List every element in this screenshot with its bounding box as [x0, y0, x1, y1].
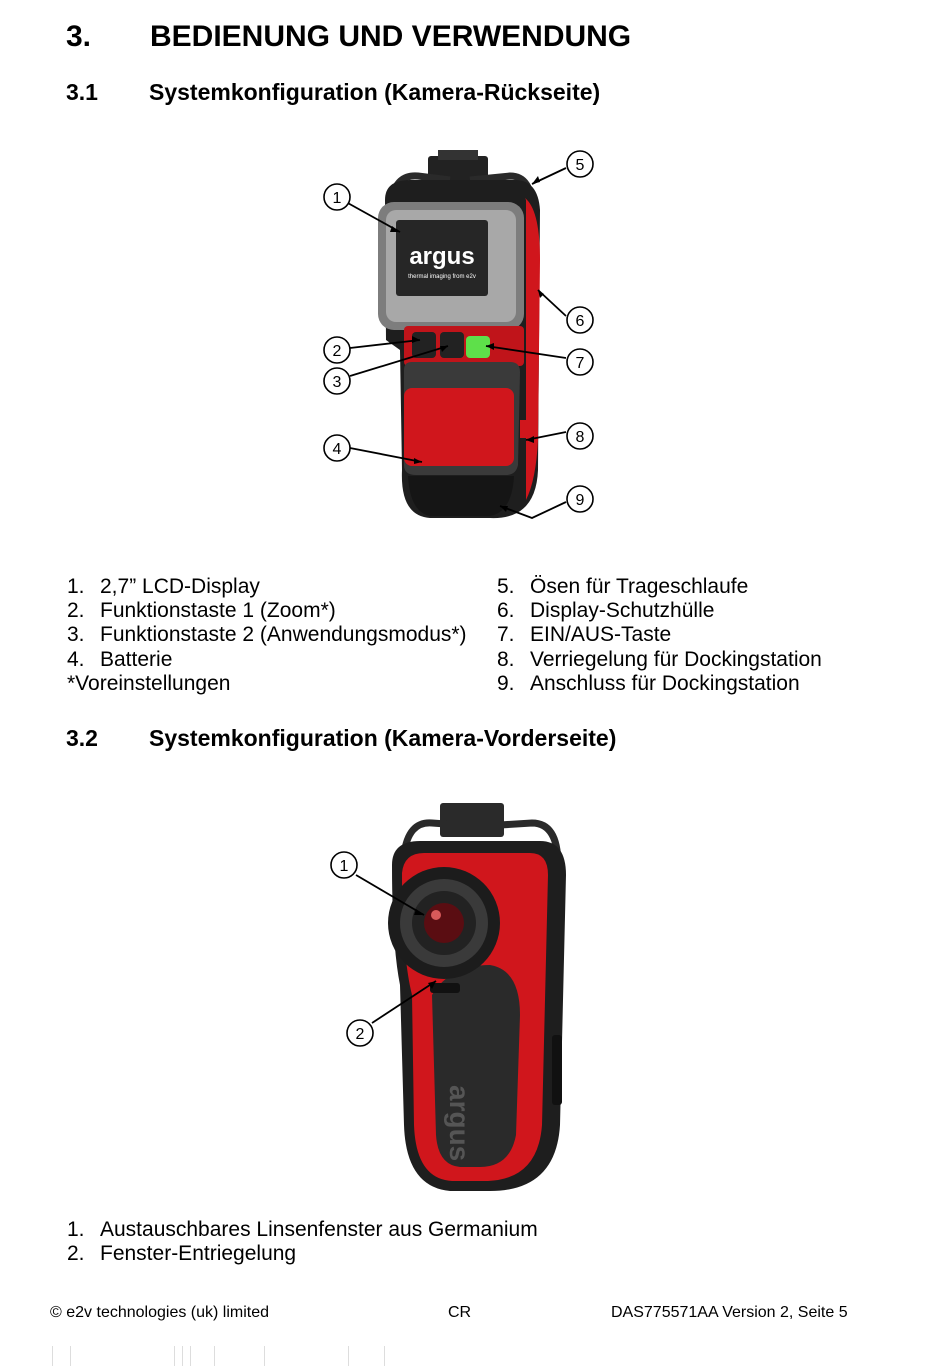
docking-lock: [520, 420, 526, 438]
callout-2-label: 2: [356, 1026, 365, 1043]
list-item: 3.Funktionstaste 2 (Anwendungsmodus*): [67, 623, 467, 647]
footer-copyright: © e2v technologies (uk) limited: [50, 1304, 269, 1322]
screen-brand: argus: [409, 243, 474, 270]
footer-company: e2v technologies (uk) limited: [66, 1304, 270, 1321]
list-item: 9.Anschluss für Dockingstation: [497, 671, 800, 695]
callout-7-label: 7: [576, 355, 585, 372]
top-mount: [440, 803, 504, 837]
section-heading-back: 3.1 Systemkonfiguration (Kamera-Rückseit…: [66, 79, 866, 109]
lcd-display: [396, 220, 488, 296]
callout-1: [323, 183, 351, 211]
top-mount: [428, 156, 488, 180]
callout-1: [330, 851, 358, 879]
footnote-defaults: *Voreinstellungen: [67, 671, 231, 695]
section-back-number: 3.1: [66, 79, 98, 105]
callout-2: [346, 1019, 374, 1047]
callout-8-label: 8: [576, 429, 585, 446]
copyright-icon: ©: [50, 1304, 62, 1321]
section-front-number: 3.2: [66, 725, 98, 751]
list-item: 2.Funktionstaste 1 (Zoom*): [67, 599, 336, 623]
callout-6: [566, 306, 594, 334]
section-front-text: Systemkonfiguration (Kamera-Vorderseite): [149, 725, 617, 751]
section-back-text: Systemkonfiguration (Kamera-Rückseite): [149, 79, 601, 105]
list-item: 5.Ösen für Trageschlaufe: [497, 575, 749, 598]
callout-1-label: 1: [340, 858, 349, 875]
main-heading-number: 3.: [66, 20, 92, 53]
footer-center: CR: [448, 1304, 472, 1321]
callout-2-label: 2: [333, 343, 342, 360]
footer-doc-id: DAS775571AA Version 2, Seite 5: [611, 1304, 848, 1321]
callout-1-label: 1: [333, 190, 342, 207]
main-heading-text: BEDIENUNG UND VERWENDUNG: [150, 20, 632, 53]
back-parts-list-left: 1.2,7” LCD-Display 2.Funktionstaste 1 (Z…: [67, 575, 487, 696]
side-brand: argus: [444, 1085, 475, 1161]
germanium-lens-window: [424, 903, 464, 943]
callout-7: [566, 348, 594, 376]
function-key-2: [440, 332, 464, 358]
list-item: 6.Display-Schutzhülle: [497, 599, 715, 623]
callout-8: [566, 422, 594, 450]
list-item: 1.Austauschbares Linsenfenster aus Germa…: [67, 1218, 538, 1241]
list-item: 7.EIN/AUS-Taste: [497, 623, 672, 647]
callout-3-label: 3: [333, 374, 342, 391]
callout-5: [566, 150, 594, 178]
callout-4: [323, 434, 351, 462]
battery: [404, 388, 514, 466]
scan-artifact: [52, 1346, 432, 1366]
callout-3: [323, 367, 351, 395]
list-item: 2.Fenster-Entriegelung: [67, 1242, 297, 1266]
callout-5-label: 5: [576, 157, 585, 174]
power-button: [466, 336, 490, 358]
camera-back-figure: argus thermal imaging from e2v: [323, 150, 594, 519]
front-parts-list: 1.Austauschbares Linsenfenster aus Germa…: [67, 1218, 767, 1266]
callout-9-label: 9: [576, 492, 585, 509]
section-heading-front: 3.2 Systemkonfiguration (Kamera-Vorderse…: [66, 725, 866, 755]
list-item: 8.Verriegelung für Dockingstation: [497, 647, 822, 671]
callout-9: [566, 485, 594, 513]
window-release: [430, 983, 460, 993]
callout-6-label: 6: [576, 313, 585, 330]
camera-front-figure: argus 1 2: [330, 803, 566, 1191]
callout-2: [323, 336, 351, 364]
callout-4-label: 4: [333, 441, 342, 458]
list-item: 1.2,7” LCD-Display: [67, 575, 260, 598]
back-parts-list-right: 5.Ösen für Trageschlaufe 6.Display-Schut…: [497, 575, 937, 696]
screen-tagline: thermal imaging from e2v: [408, 274, 476, 280]
list-item: 4.Batterie: [67, 647, 173, 671]
